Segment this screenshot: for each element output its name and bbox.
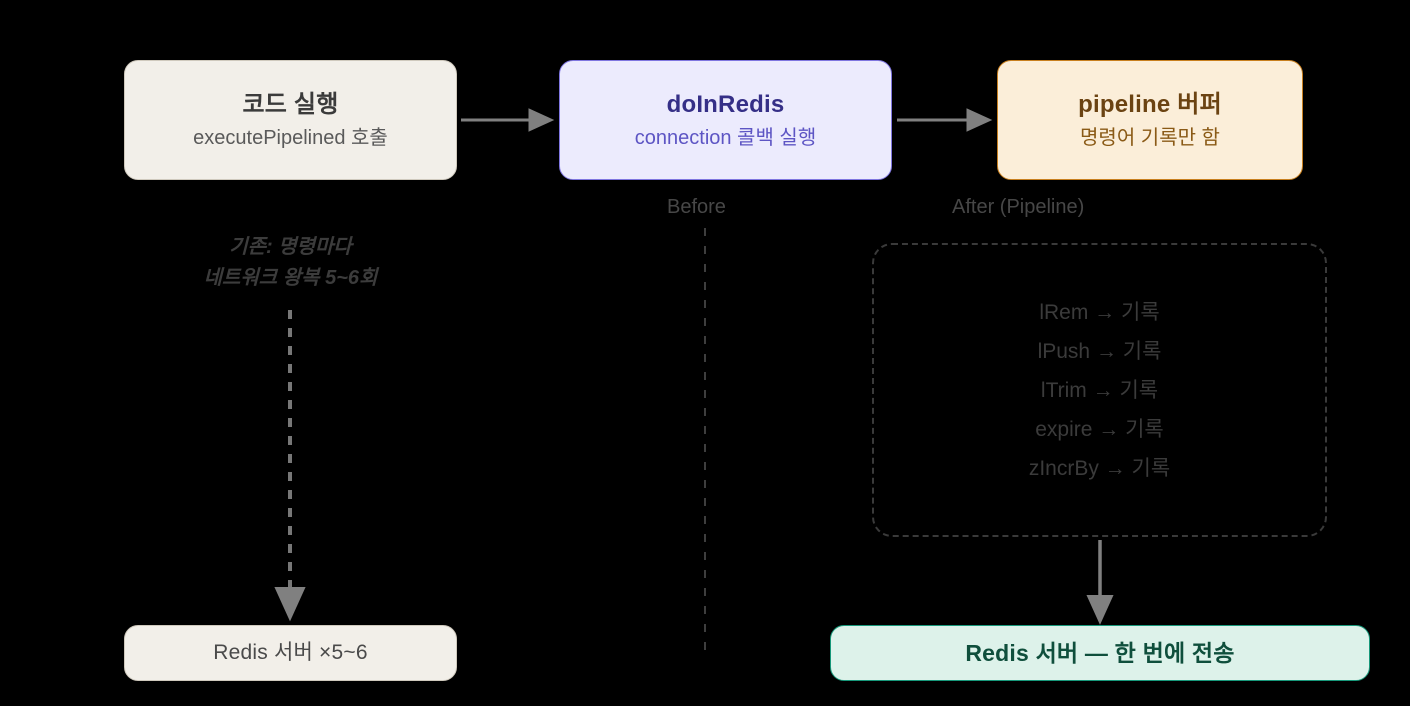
list-item: lPush → 기록 bbox=[1037, 339, 1162, 363]
node-pipeline-buffer[interactable]: pipeline 버퍼 명령어 기록만 함 bbox=[997, 60, 1303, 180]
node-doinredis-title: doInRedis bbox=[666, 90, 785, 118]
list-item: zIncrBy → 기록 bbox=[1028, 456, 1171, 480]
note-before-line2: 네트워크 왕복 5~6회 bbox=[203, 267, 378, 289]
node-code-execution[interactable]: 코드 실행 executePipelined 호출 bbox=[124, 60, 457, 180]
node-pipeline-title: pipeline 버퍼 bbox=[1078, 90, 1222, 118]
node-doinredis[interactable]: doInRedis connection 콜백 실행 bbox=[559, 60, 892, 180]
section-label-before: Before bbox=[667, 196, 726, 218]
node-redis-once-title: Redis 서버 — 한 번에 전송 bbox=[965, 639, 1235, 666]
node-redis-multi-title: Redis 서버 ×5~6 bbox=[213, 640, 368, 664]
section-label-after: After (Pipeline) bbox=[952, 196, 1085, 218]
node-redis-server-multi[interactable]: Redis 서버 ×5~6 bbox=[124, 625, 457, 681]
list-item: lTrim → 기록 bbox=[1040, 378, 1159, 402]
list-item: lRem → 기록 bbox=[1039, 300, 1160, 324]
command-buffer-list: lRem → 기록 lPush → 기록 lTrim → 기록 expire →… bbox=[872, 243, 1327, 537]
node-code-subtitle: executePipelined 호출 bbox=[193, 126, 388, 149]
list-item: expire → 기록 bbox=[1035, 417, 1164, 441]
note-before-roundtrips: 기존: 명령마다 네트워크 왕복 5~6회 bbox=[124, 232, 457, 294]
node-code-title: 코드 실행 bbox=[242, 90, 339, 118]
node-doinredis-subtitle: connection 콜백 실행 bbox=[634, 126, 817, 149]
node-redis-server-once[interactable]: Redis 서버 — 한 번에 전송 bbox=[830, 625, 1370, 681]
node-pipeline-subtitle: 명령어 기록만 함 bbox=[1080, 126, 1220, 149]
note-before-line1: 기존: 명령마다 bbox=[229, 236, 352, 258]
